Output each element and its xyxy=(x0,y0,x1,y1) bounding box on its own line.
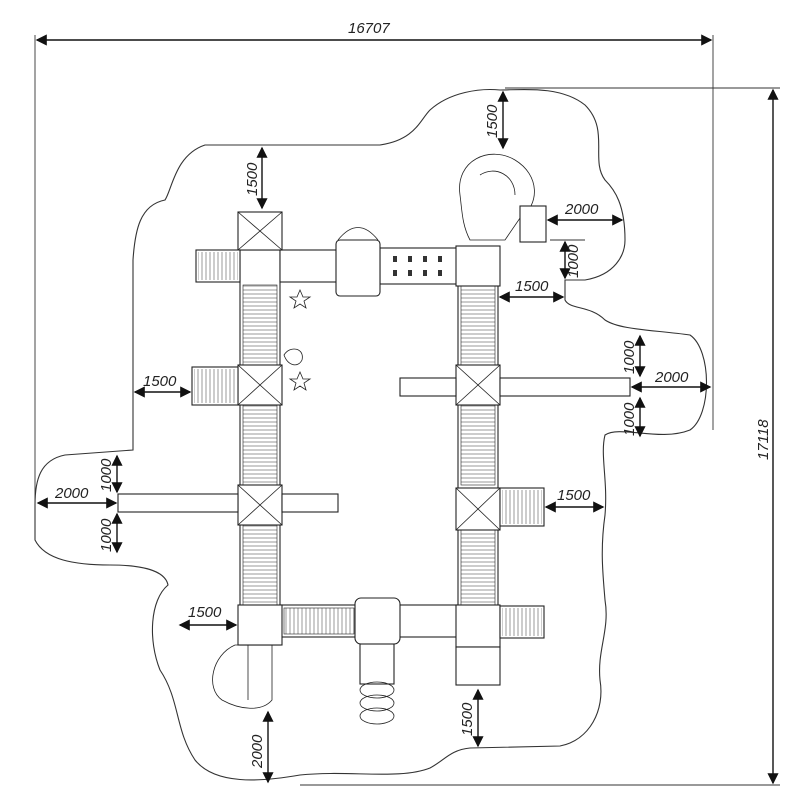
label-right-1000-a: 1000 xyxy=(621,340,638,374)
tower-top-left xyxy=(237,211,283,251)
label-right-1000-b: 1000 xyxy=(621,402,638,436)
safety-zone-outline xyxy=(34,88,707,781)
right-bridge-2 xyxy=(460,404,496,486)
height-label: 17118 xyxy=(755,419,772,460)
tower-mid-right xyxy=(455,364,501,406)
label-top-left-1500: 1500 xyxy=(244,162,261,196)
label-right-1500-mid: 1500 xyxy=(515,278,549,295)
tower-low-right xyxy=(455,487,501,531)
bottom-bridge xyxy=(283,607,355,635)
beam-right xyxy=(499,377,631,397)
slide-top-platform xyxy=(519,205,547,243)
beam-right-inner xyxy=(399,377,457,397)
left-bridge-3 xyxy=(242,524,278,606)
tube-slide-bottom xyxy=(359,643,395,725)
stairs-bottom-right-treads xyxy=(502,608,542,636)
curved-slide-bottom-left xyxy=(212,644,273,709)
beam-left xyxy=(117,493,239,513)
label-right-slide-2000: 2000 xyxy=(564,201,599,218)
label-bottom-right-1500: 1500 xyxy=(459,702,476,736)
label-left-1000-b: 1000 xyxy=(98,518,115,552)
star-decoration-1 xyxy=(288,288,312,309)
moon-decoration xyxy=(283,348,303,366)
beam-left-inner xyxy=(281,493,339,513)
label-left-1000-a: 1000 xyxy=(98,458,115,492)
structure xyxy=(117,153,631,725)
label-right-2000-mid: 2000 xyxy=(654,369,689,386)
label-left-1500-lower: 1500 xyxy=(188,604,222,621)
stairs-top-left-treads xyxy=(198,252,238,280)
tower-bottom-right xyxy=(455,604,501,686)
tower-mid-left xyxy=(237,364,283,406)
label-left-1500-upper: 1500 xyxy=(143,373,177,390)
tower-low-left xyxy=(237,484,283,526)
width-label: 16707 xyxy=(348,20,390,37)
tower-top-right xyxy=(455,245,501,287)
right-bridge-3 xyxy=(460,529,496,606)
tower-bottom-left xyxy=(237,604,283,646)
label-right-1500-lower: 1500 xyxy=(557,487,591,504)
left-bridge-1 xyxy=(242,284,278,366)
left-bridge-2 xyxy=(242,404,278,486)
label-right-1000-upper: 1000 xyxy=(565,244,582,278)
top-tunnel-windows xyxy=(393,256,442,276)
top-roof-arch xyxy=(337,227,379,241)
top-tunnel xyxy=(379,247,459,285)
label-bottom-left-2000: 2000 xyxy=(249,734,266,769)
top-roof-tower xyxy=(335,239,381,297)
right-bridge-1 xyxy=(460,284,496,366)
label-left-2000: 2000 xyxy=(54,485,89,502)
star-decoration-2 xyxy=(288,370,312,391)
stairs-low-right-treads xyxy=(502,490,542,524)
stairs-mid-left-treads xyxy=(194,369,236,403)
label-top-right-1500: 1500 xyxy=(484,104,501,138)
bottom-tower xyxy=(354,597,401,645)
spiral-slide-top xyxy=(459,153,547,243)
